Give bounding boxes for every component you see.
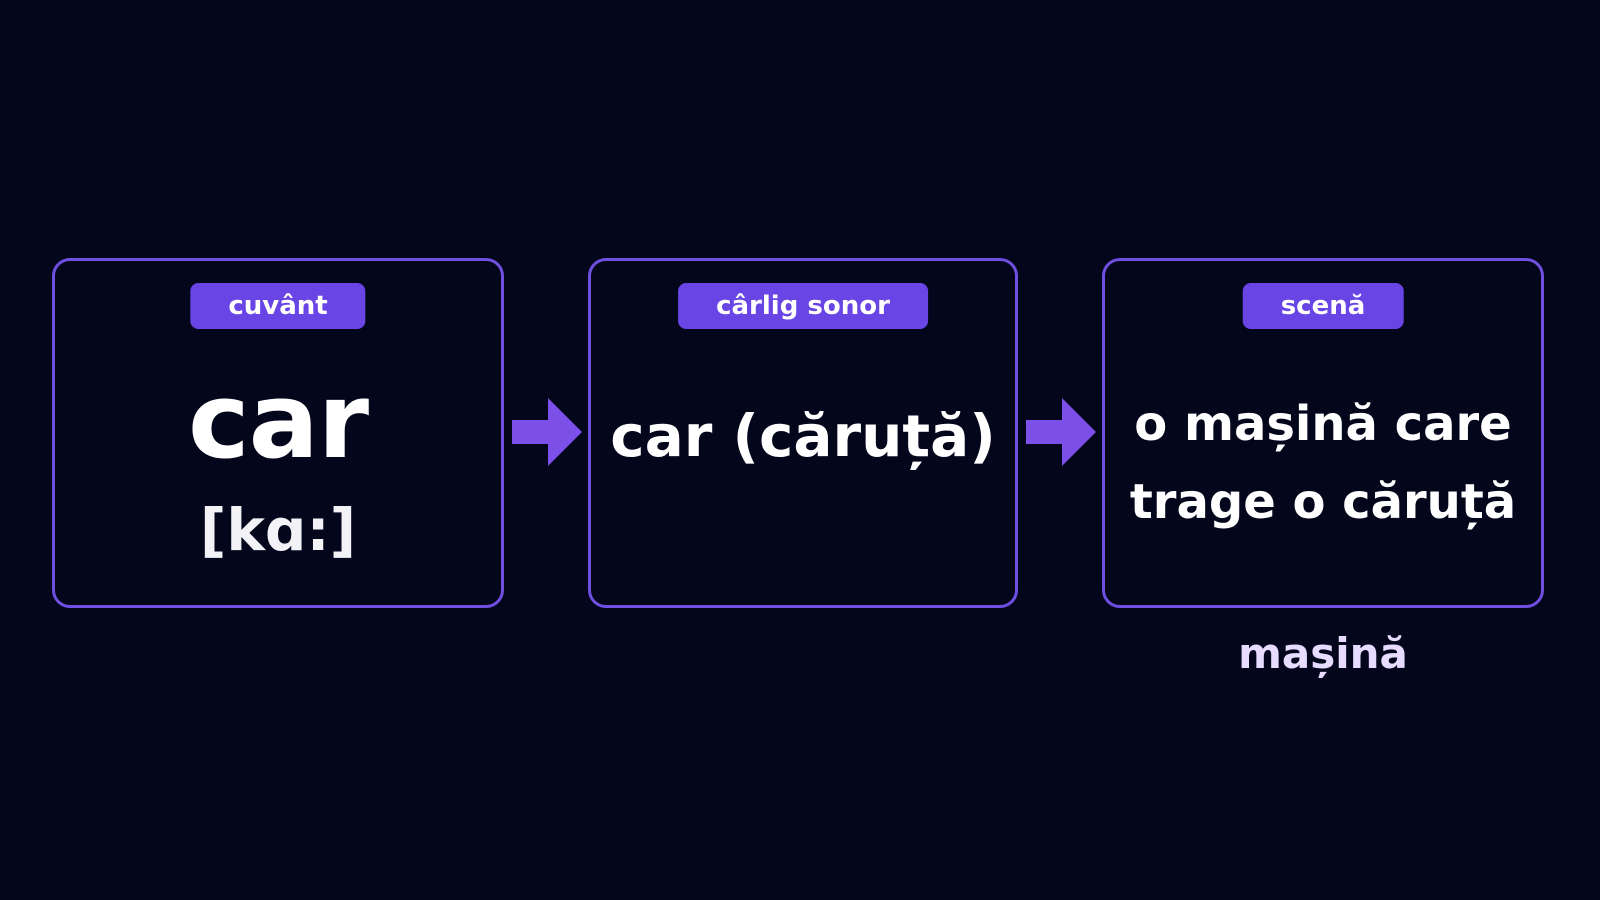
word-card: cuvânt car [kɑ:] [52, 258, 504, 608]
arrow-right-icon [512, 398, 582, 466]
sound-hook-text: car (căruță) [610, 402, 996, 470]
arrow-right-icon [1026, 398, 1096, 466]
scene-card-label: scenă [1242, 283, 1404, 329]
scene-text: o mașină care trage o căruță [1105, 385, 1541, 541]
scene-card: scenă o mașină care trage o căruță [1102, 258, 1544, 608]
scene-text-line-2: trage o căruță [1129, 474, 1517, 530]
pronunciation-text: [kɑ:] [199, 496, 357, 564]
translation-caption: mașină [1238, 629, 1408, 678]
word-card-label: cuvânt [190, 283, 366, 329]
scene-text-line-1: o mașină care [1134, 396, 1512, 452]
sound-hook-card: cârlig sonor car (căruță) [588, 258, 1018, 608]
sound-hook-card-label: cârlig sonor [678, 283, 928, 329]
word-text: car [187, 360, 369, 482]
